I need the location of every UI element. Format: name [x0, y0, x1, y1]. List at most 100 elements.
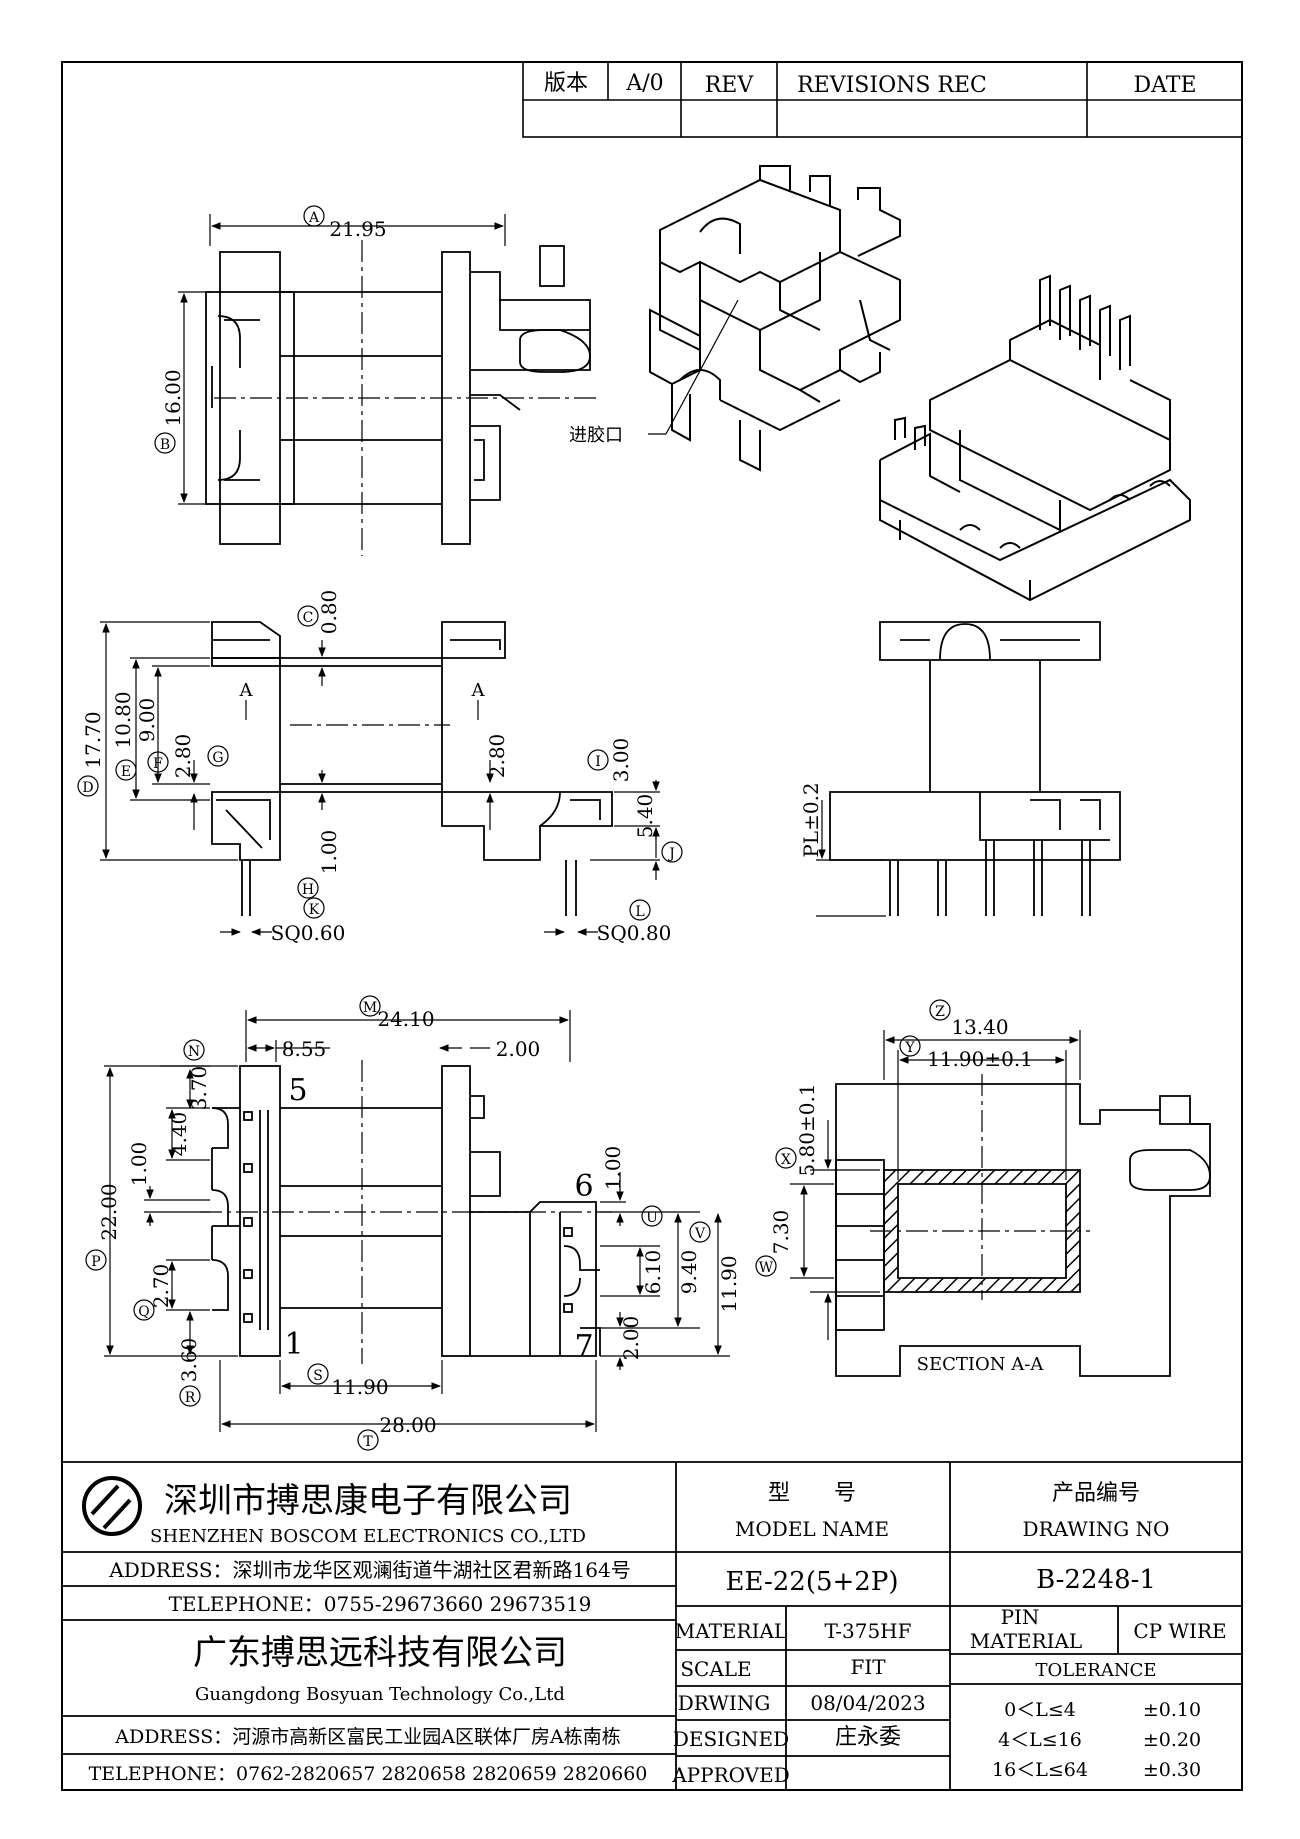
drawing-value: B-2248-1: [1036, 1565, 1156, 1595]
dim-b-tag: B: [160, 437, 170, 453]
pin-material-label-1: PIN: [1001, 1605, 1040, 1629]
dim-a-tag: A: [308, 210, 320, 226]
dim-z-tag: Z: [935, 1004, 945, 1020]
dim-c-tag: C: [303, 610, 314, 626]
drawing-label-en: DRAWING NO: [1023, 1517, 1170, 1541]
model-label-cn: 型 号: [768, 1481, 856, 1506]
top-view: [205, 245, 591, 545]
dim-i-tag: I: [595, 754, 601, 770]
dim-s-tag: S: [313, 1368, 323, 1384]
telephone-1: TELEPHONE：0755-29673660 29673519: [169, 1592, 592, 1616]
scale-label: SCALE: [680, 1657, 751, 1681]
dim-p-value: 22.00: [97, 1183, 121, 1240]
address-1: ADDRESS：深圳市龙华区观澜街道牛湖社区君新路164号: [108, 1558, 630, 1582]
model-value: EE-22(5+2P): [726, 1567, 899, 1597]
dim-l-tag: L: [635, 904, 644, 920]
revisions-label: REVISIONS REC: [797, 73, 987, 98]
dim-x-tag: X: [781, 1152, 791, 1168]
drawing-date-label: DRWING: [678, 1691, 771, 1715]
company2-cn: 广东搏思远科技有限公司: [193, 1633, 567, 1673]
pin-7-label: 7: [574, 1329, 593, 1364]
dim-a-value: 21.95: [329, 217, 386, 241]
dim-200b-value: 2.00: [619, 1316, 643, 1361]
iso-view-bottom: [879, 274, 1191, 602]
dim-m-value: 24.10: [377, 1007, 434, 1031]
dim-w-tag: W: [759, 1260, 774, 1276]
dim-h-tag: H: [302, 882, 314, 898]
dim-855-value: 8.55: [282, 1037, 327, 1061]
dim-r-value: 3.60: [177, 1338, 201, 1383]
designed-value: 庄永委: [835, 1725, 901, 1750]
section-hatch: [883, 1169, 1081, 1293]
dim-g-tag: G: [212, 750, 223, 766]
dim-j-value: 5.40: [633, 794, 657, 839]
pin-material-label-2: MATERIAL: [970, 1629, 1082, 1653]
dim-pl-value: PL±0.2: [799, 782, 823, 857]
dim-200-value: 2.00: [496, 1037, 541, 1061]
dim-q-tag: Q: [138, 1304, 149, 1320]
dim-d-value: 17.70: [81, 711, 105, 768]
dim-100a-value: 1.00: [127, 1142, 151, 1187]
dim-i-value: 3.00: [609, 738, 633, 783]
company-cn: 深圳市搏思康电子有限公司: [164, 1481, 572, 1521]
dim-n-tag: N: [188, 1044, 200, 1060]
dim-1190-value: 11.90: [717, 1255, 741, 1312]
dim-d-tag: D: [82, 780, 93, 796]
dim-k-value: SQ0.60: [271, 921, 346, 945]
version-label: 版本: [544, 71, 588, 96]
section-label: SECTION A-A: [917, 1354, 1045, 1375]
dim-w-value: 7.30: [769, 1210, 793, 1255]
gate-label: 进胶口: [569, 425, 623, 446]
model-label-en: MODEL NAME: [735, 1517, 889, 1541]
dim-g-value: 2.80: [171, 734, 195, 779]
dim-940-value: 9.40: [677, 1250, 701, 1295]
tol-2-range: 4＜L≤16: [998, 1729, 1082, 1751]
company2-en: Guangdong Bosyuan Technology Co.,Ltd: [195, 1684, 565, 1705]
tol-2-value: ±0.20: [1143, 1729, 1201, 1751]
dim-x-value: 5.80±0.1: [795, 1083, 819, 1176]
dim-e-tag: E: [121, 764, 131, 780]
dim-mid-value: 2.80: [485, 734, 509, 779]
dim-j-tag: J: [667, 846, 675, 862]
company-logo: [82, 1476, 142, 1536]
tol-3-range: 16＜L≤64: [992, 1759, 1088, 1781]
dim-e-value: 10.80: [111, 691, 135, 748]
dim-q-value: 2.70: [149, 1264, 173, 1309]
front-view: [829, 621, 1121, 916]
drawing-date-value: 08/04/2023: [810, 1691, 925, 1715]
dim-t-value: 28.00: [379, 1413, 436, 1437]
pin-5-label: 5: [288, 1073, 307, 1108]
rev-label: REV: [705, 73, 755, 98]
side-view: [211, 621, 613, 916]
title-block: [62, 1461, 1242, 1790]
dim-k-tag: K: [309, 902, 320, 918]
section-mark-left: A: [239, 680, 254, 701]
material-value: T-375HF: [824, 1619, 911, 1643]
scale-value: FIT: [850, 1655, 886, 1679]
revision-block: [522, 61, 1243, 138]
dim-t-tag: T: [363, 1434, 373, 1450]
dim-y-value: 11.90±0.1: [927, 1047, 1033, 1071]
company-en: SHENZHEN BOSCOM ELECTRONICS CO.,LTD: [150, 1526, 586, 1547]
dim-n-value: 3.70: [187, 1066, 211, 1111]
address-2: ADDRESS：河源市高新区富民工业园A区联体厂房A栋南栋: [114, 1726, 621, 1748]
dim-l-value: SQ0.80: [597, 921, 672, 945]
designed-label: DESIGNED: [673, 1727, 789, 1751]
dim-v-tag: V: [694, 1226, 706, 1242]
dim-c-value: 0.80: [317, 590, 341, 635]
dim-f-value: 9.00: [135, 698, 159, 743]
dim-100b-value: 1.00: [601, 1146, 625, 1191]
date-label: DATE: [1133, 73, 1196, 98]
dim-b-value: 16.00: [161, 369, 185, 426]
material-label: MATERIAL: [675, 1619, 787, 1643]
tol-3-value: ±0.30: [1143, 1759, 1201, 1781]
pin-material-value: CP WIRE: [1133, 1619, 1226, 1643]
telephone-2: TELEPHONE：0762-2820657 2820658 2820659 2…: [89, 1763, 648, 1785]
dim-u-tag: U: [646, 1210, 658, 1226]
tol-1-value: ±0.10: [1143, 1699, 1201, 1721]
dim-p-tag: P: [91, 1254, 100, 1270]
dim-r-tag: R: [185, 1390, 196, 1406]
dim-h-value: 1.00: [317, 830, 341, 875]
dim-m-tag: M: [363, 1000, 377, 1016]
